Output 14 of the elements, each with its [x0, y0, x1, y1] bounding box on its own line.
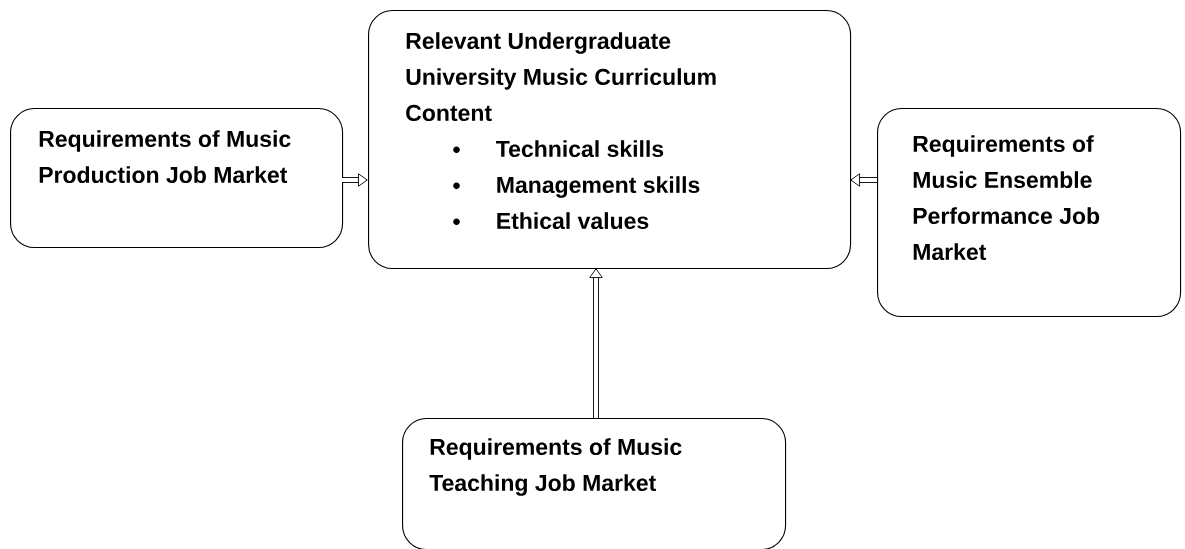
rounded-box: [402, 418, 787, 549]
node-text: Requirements of Music Teaching Job Market: [429, 438, 682, 496]
arrow: [850, 173, 877, 187]
node-text: Requirements of Music Ensemble Performance Job Market: [913, 135, 1100, 261]
node-text: Relevant Undergraduate University Music Curriculum Content: [406, 32, 716, 122]
bullet-text: Technical skills: [496, 140, 664, 158]
node-text: Requirements of Music Production Job Market: [39, 130, 291, 184]
rounded-box: [877, 108, 1182, 318]
arrow: [589, 268, 603, 418]
arrow: [342, 173, 368, 187]
rounded-box: [10, 108, 344, 249]
bullet-text: Management skills: [497, 176, 700, 198]
bullet-text: Ethical values: [497, 212, 649, 230]
rounded-box: [368, 10, 852, 270]
